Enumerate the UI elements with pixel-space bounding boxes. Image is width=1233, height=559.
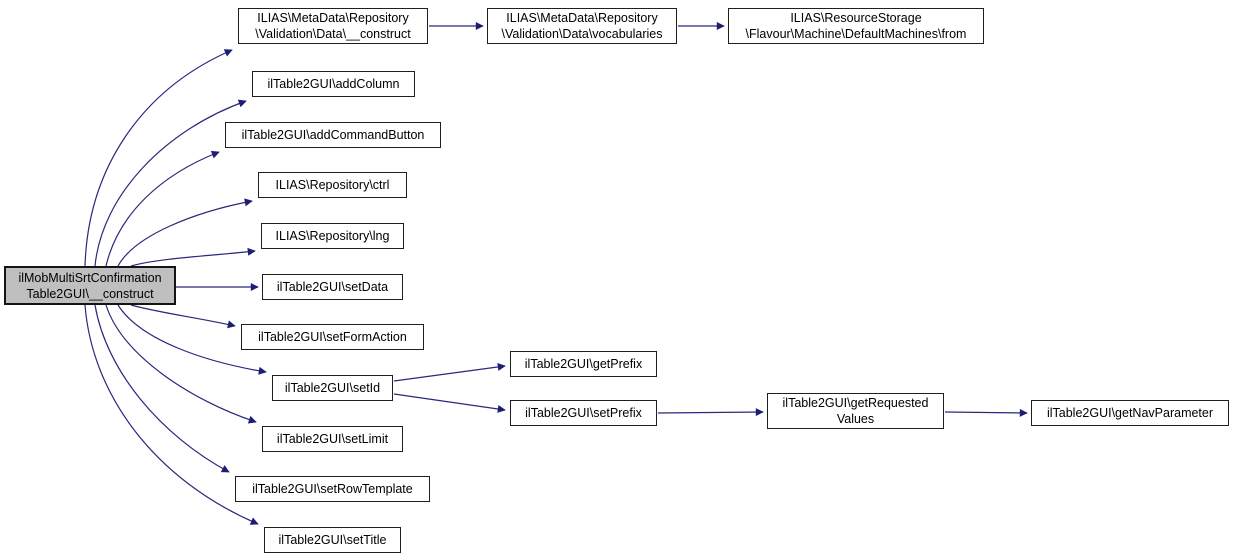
graph-node-label: ILIAS\Repository\lng: [275, 229, 390, 243]
graph-node-label: ilTable2GUI\addCommandButton: [241, 128, 425, 142]
graph-node-label: ilTable2GUI\getPrefix: [524, 357, 643, 371]
edge-set-prefix-to-get-requested-values: [657, 408, 764, 417]
graph-node-set-form-action[interactable]: ilTable2GUI\setFormAction: [241, 324, 424, 350]
graph-node-label: \Validation\Data\__construct: [255, 27, 411, 41]
graph-node-label: ilTable2GUI\setData: [276, 280, 389, 294]
edge-main-to-set-row-template: [94, 304, 230, 473]
graph-node-set-limit[interactable]: ilTable2GUI\setLimit: [262, 426, 403, 452]
graph-node-add-command-button[interactable]: ilTable2GUI\addCommandButton: [225, 122, 441, 148]
graph-node-ctrl[interactable]: ILIAS\Repository\ctrl: [258, 172, 407, 198]
edge-main-to-add-command-button: [105, 150, 220, 267]
graph-node-get-nav-parameter[interactable]: ilTable2GUI\getNavParameter: [1031, 400, 1229, 426]
graph-node-vocabularies[interactable]: ILIAS\MetaData\Repository \Validation\Dat…: [487, 8, 677, 44]
graph-node-label: \Flavour\Machine\DefaultMachines\from: [745, 27, 967, 41]
edge-get-requested-values-to-get-nav-parameter: [944, 408, 1028, 417]
graph-node-label: \Validation\Data\vocabularies: [501, 27, 663, 41]
graph-node-label: ilTable2GUI\setId: [284, 381, 381, 395]
graph-node-label: Table2GUI\__construct: [26, 286, 154, 301]
edge-main-to-set-form-action: [130, 304, 236, 329]
graph-node-label: ilTable2GUI\getNavParameter: [1046, 406, 1214, 420]
graph-node-label: ilMobMultiSrtConfirmation: [18, 270, 162, 285]
edge-set-id-to-set-prefix: [393, 393, 506, 413]
graph-node-lng[interactable]: ILIAS\Repository\lng: [261, 223, 404, 249]
edge-set-id-to-get-prefix: [393, 363, 506, 382]
graph-node-label: ILIAS\MetaData\Repository: [257, 11, 409, 25]
graph-node-label: ilTable2GUI\setRowTemplate: [252, 482, 413, 496]
graph-node-label: ILIAS\ResourceStorage: [790, 11, 922, 25]
graph-node-label: ilTable2GUI\setPrefix: [525, 406, 642, 420]
graph-node-label: ilTable2GUI\getRequested: [782, 396, 929, 410]
graph-node-set-data[interactable]: ilTable2GUI\setData: [262, 274, 403, 300]
graph-node-set-title[interactable]: ilTable2GUI\setTitle: [264, 527, 401, 553]
graph-node-label: ilTable2GUI\setTitle: [278, 533, 387, 547]
graph-node-md-construct[interactable]: ILIAS\MetaData\Repository \Validation\Dat…: [238, 8, 428, 44]
edge-main-to-ctrl: [117, 198, 253, 267]
graph-node-label: ilTable2GUI\setLimit: [276, 432, 389, 446]
edge-main-to-add-column: [94, 99, 247, 267]
graph-node-set-prefix[interactable]: ilTable2GUI\setPrefix: [510, 400, 657, 426]
graph-node-get-prefix[interactable]: ilTable2GUI\getPrefix: [510, 351, 657, 377]
graph-node-set-id[interactable]: ilTable2GUI\setId: [272, 375, 393, 401]
graph-node-label: Values: [836, 412, 875, 426]
graph-node-add-column[interactable]: ilTable2GUI\addColumn: [252, 71, 415, 97]
graph-node-label: ilTable2GUI\setFormAction: [258, 330, 407, 344]
graph-node-set-row-template[interactable]: ilTable2GUI\setRowTemplate: [235, 476, 430, 502]
graph-node-label: ilTable2GUI\addColumn: [267, 77, 400, 91]
graph-node-label: ILIAS\Repository\ctrl: [275, 178, 390, 192]
graph-node-label: ILIAS\MetaData\Repository: [506, 11, 658, 25]
edge-main-to-md-construct: [84, 49, 233, 267]
edge-main-to-set-title: [84, 304, 259, 525]
edge-main-to-lng: [130, 247, 256, 267]
edge-main-to-set-limit: [105, 304, 257, 424]
graph-node-default-machines-from[interactable]: ILIAS\ResourceStorage \Flavour\Machine\De…: [728, 8, 984, 44]
